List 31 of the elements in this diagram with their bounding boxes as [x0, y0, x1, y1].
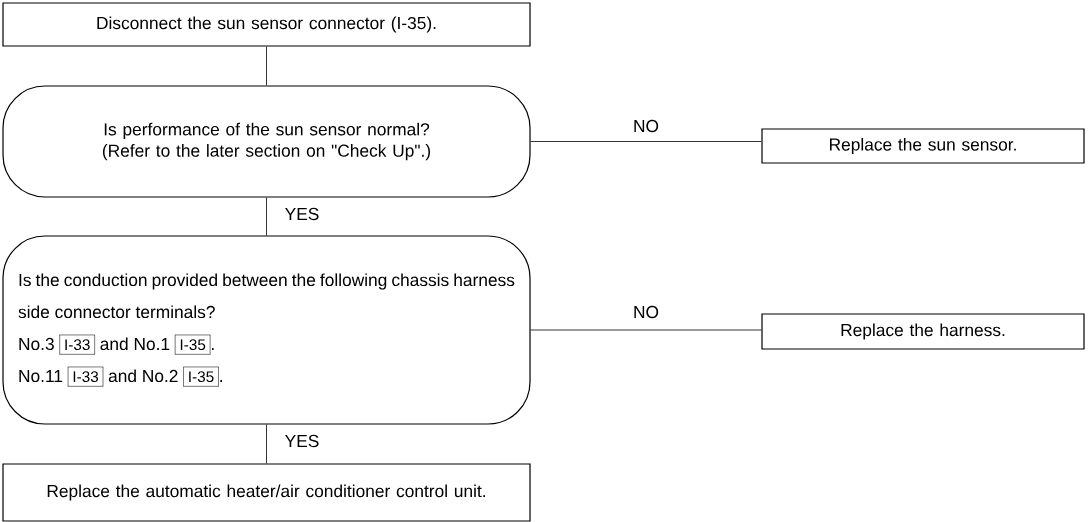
question-text: .	[212, 348, 214, 350]
connector-line	[530, 329, 762, 331]
decision-box	[2, 235, 531, 425]
connector-line	[266, 424, 267, 464]
question-text: and No.1	[100, 337, 170, 351]
step-text: Replace the harness.	[841, 323, 1005, 340]
connector-line	[266, 46, 267, 86]
connector-code: I-33	[67, 366, 104, 387]
question-text: No.3	[19, 337, 54, 351]
process-box	[761, 313, 1085, 350]
connector-code: I-35	[183, 366, 219, 387]
edge-label: NO	[634, 119, 659, 133]
edge-label: YES	[285, 207, 319, 221]
connector-line	[266, 197, 267, 236]
connector-code: I-33	[59, 334, 96, 355]
question-text: Is the conduction provided between the following chassis harness side connector terminals?	[18, 273, 515, 319]
edge-label: YES	[285, 434, 319, 448]
question-text: .	[220, 380, 222, 382]
step-text: Disconnect the sun sensor connector (I-35).	[97, 16, 436, 33]
process-box	[2, 463, 531, 522]
connector-code: I-35	[174, 334, 211, 355]
connector-line	[530, 141, 762, 142]
process-box	[2, 2, 531, 47]
question-text: and No.2	[108, 369, 178, 383]
step-text: Replace the sun sensor.	[830, 137, 1016, 155]
decision-box	[2, 85, 531, 198]
edge-label: NO	[634, 305, 659, 319]
question-text: No.11	[19, 370, 63, 383]
question-text: Is performance of the sun sensor normal? (Refer to the later section on "Check Up".)	[102, 122, 431, 161]
process-box	[761, 128, 1085, 164]
step-text: Replace the automatic heater/air conditioner control unit.	[47, 484, 485, 501]
